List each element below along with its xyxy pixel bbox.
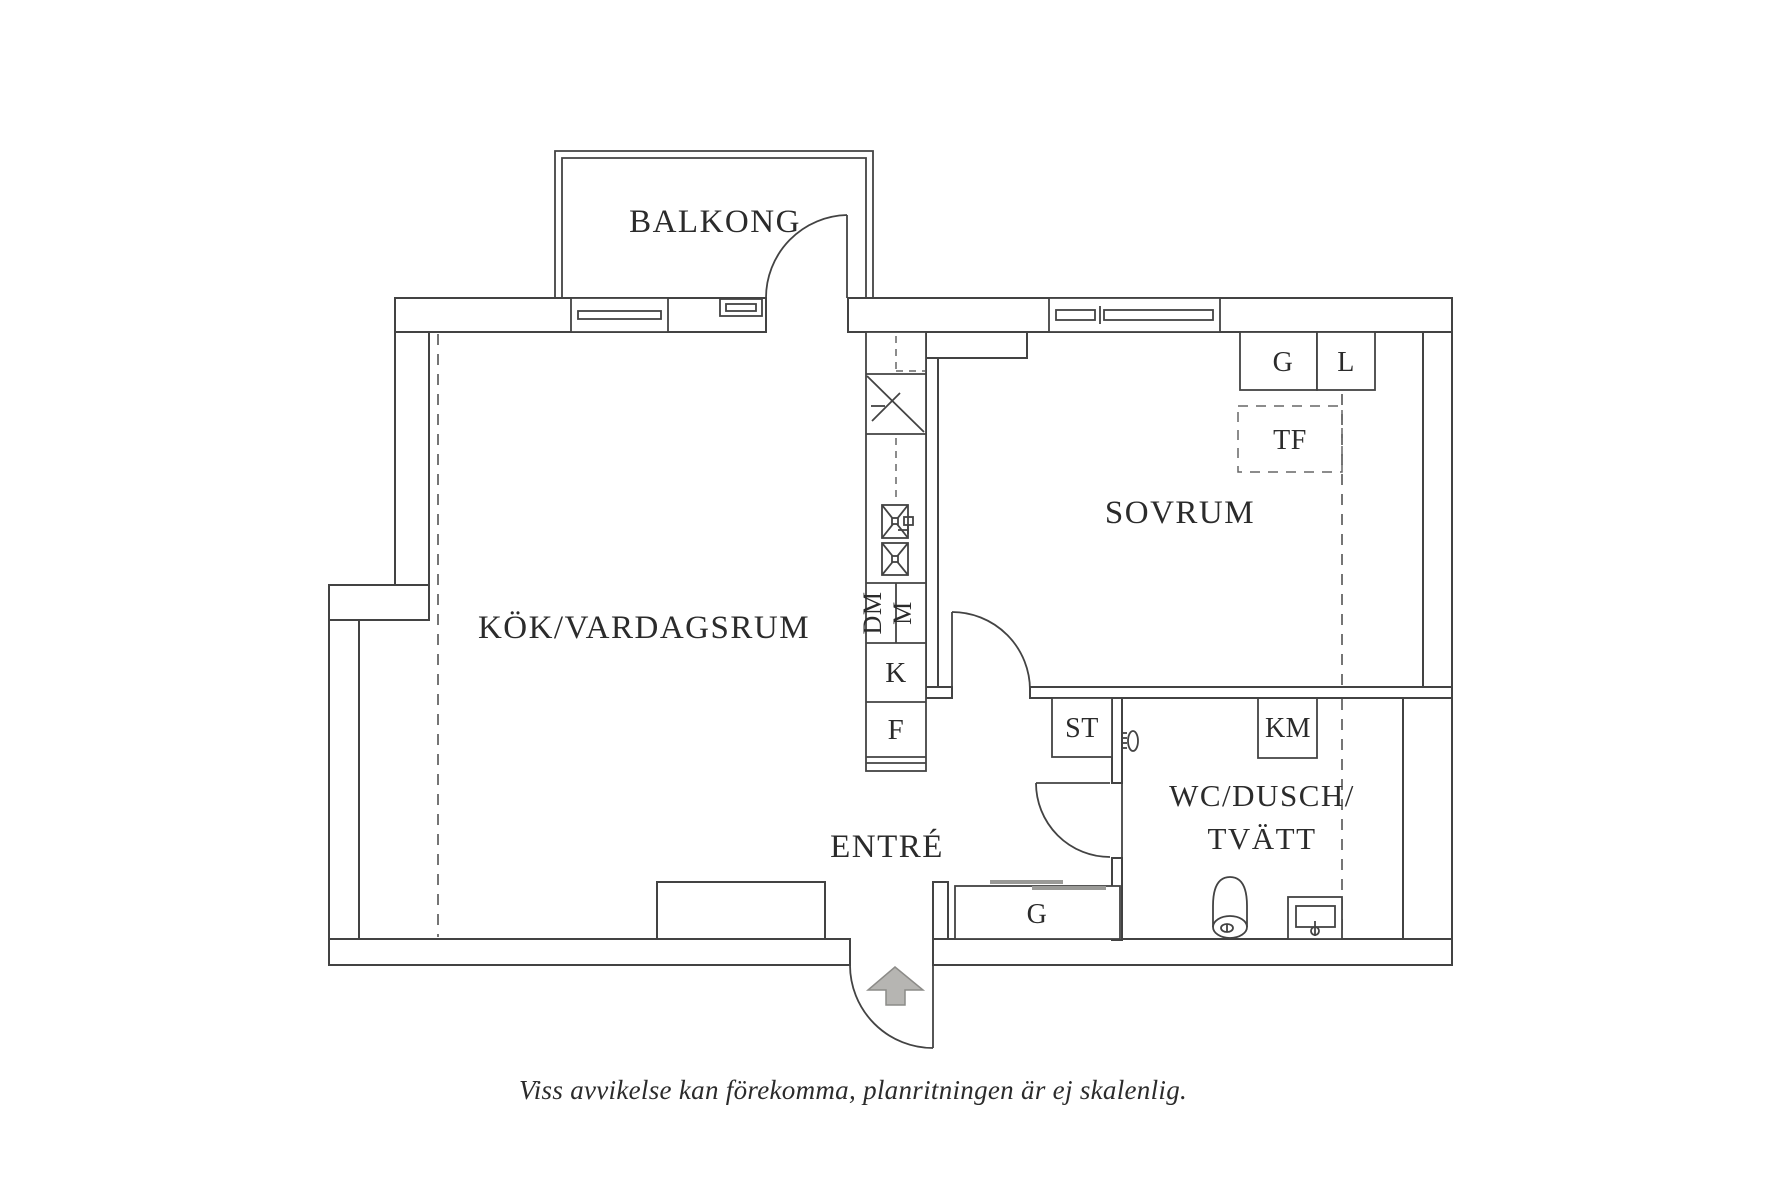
balcony-door bbox=[765, 214, 848, 299]
bedroom-window bbox=[1048, 297, 1221, 333]
wall-segment bbox=[932, 938, 1453, 966]
bathroom-door bbox=[1035, 782, 1111, 858]
wall-segment bbox=[394, 331, 430, 586]
bathroom-label-line2: TVÄTT bbox=[1207, 821, 1316, 856]
freezer-label: F bbox=[888, 714, 905, 746]
st-closet-box bbox=[1051, 697, 1113, 758]
toilet-icon bbox=[1212, 876, 1248, 939]
wardrobe-g-label: G bbox=[1273, 347, 1294, 378]
small-window bbox=[719, 298, 763, 317]
wall-segment bbox=[1402, 686, 1453, 940]
door-handle-icon bbox=[1122, 730, 1139, 752]
kitchen-unit-run bbox=[865, 331, 927, 772]
tf-label: TF bbox=[1273, 425, 1307, 456]
entry-wardrobe-box bbox=[954, 880, 1121, 940]
km-label: KM bbox=[1265, 713, 1311, 744]
fixture-labels: G L TF ST KM G DM M K F bbox=[858, 347, 1355, 930]
faucet-icon bbox=[898, 516, 914, 534]
balcony bbox=[554, 150, 874, 298]
wall-segment bbox=[1111, 697, 1123, 784]
entry-wardrobe-label: G bbox=[1027, 899, 1048, 930]
tf-dashed-box bbox=[1237, 405, 1343, 473]
kitchen-window bbox=[570, 297, 669, 333]
linen-l-label: L bbox=[1337, 347, 1355, 378]
fridge-label: K bbox=[885, 657, 906, 689]
wall-segment bbox=[1422, 331, 1453, 688]
wall-segment bbox=[328, 619, 360, 940]
bedroom-label: SOVRUM bbox=[1105, 495, 1255, 531]
wall-segment bbox=[328, 938, 851, 966]
km-box bbox=[1257, 699, 1318, 759]
wardrobe-g-box bbox=[1239, 331, 1318, 391]
disclaimer-text: Viss avvikelse kan förekomma, planritnin… bbox=[519, 1075, 1187, 1105]
sink-icon bbox=[881, 504, 914, 576]
wall-segment bbox=[925, 686, 953, 699]
wall-segment bbox=[925, 331, 1028, 359]
wall-segment bbox=[925, 357, 939, 688]
entry-direction-arrow-icon bbox=[865, 966, 926, 1006]
wall-segment bbox=[1029, 686, 1453, 699]
bedroom-door bbox=[951, 611, 1031, 691]
room-labels: BALKONG KÖK/VARDAGSRUM SOVRUM ENTRÉ WC/D… bbox=[478, 204, 1355, 865]
dishwasher-label: DM bbox=[858, 592, 887, 635]
microwave-label: M bbox=[888, 601, 917, 625]
closets bbox=[954, 331, 1376, 940]
bathroom-fixtures bbox=[1212, 876, 1343, 940]
wall-segment bbox=[656, 881, 826, 940]
washbasin-icon bbox=[1287, 896, 1343, 940]
windows bbox=[570, 297, 1221, 333]
linen-l-box bbox=[1316, 331, 1376, 391]
balcony-railing-outer bbox=[554, 150, 874, 298]
kitchen-living-label: KÖK/VARDAGSRUM bbox=[478, 610, 810, 646]
walls bbox=[328, 297, 1453, 966]
bathroom-label-line1: WC/DUSCH/ bbox=[1169, 778, 1355, 813]
wall-segment bbox=[932, 881, 949, 940]
balcony-label: BALKONG bbox=[629, 204, 801, 240]
doors bbox=[765, 214, 1111, 1049]
dashed-lines bbox=[437, 334, 1343, 938]
bathroom-outline bbox=[1121, 697, 1404, 940]
entry-door bbox=[849, 964, 934, 1049]
st-label: ST bbox=[1065, 713, 1099, 744]
entrance-label: ENTRÉ bbox=[830, 828, 944, 865]
wall-segment bbox=[328, 584, 430, 621]
counter-break-symbol bbox=[866, 375, 925, 433]
balcony-railing-inner bbox=[561, 157, 867, 298]
